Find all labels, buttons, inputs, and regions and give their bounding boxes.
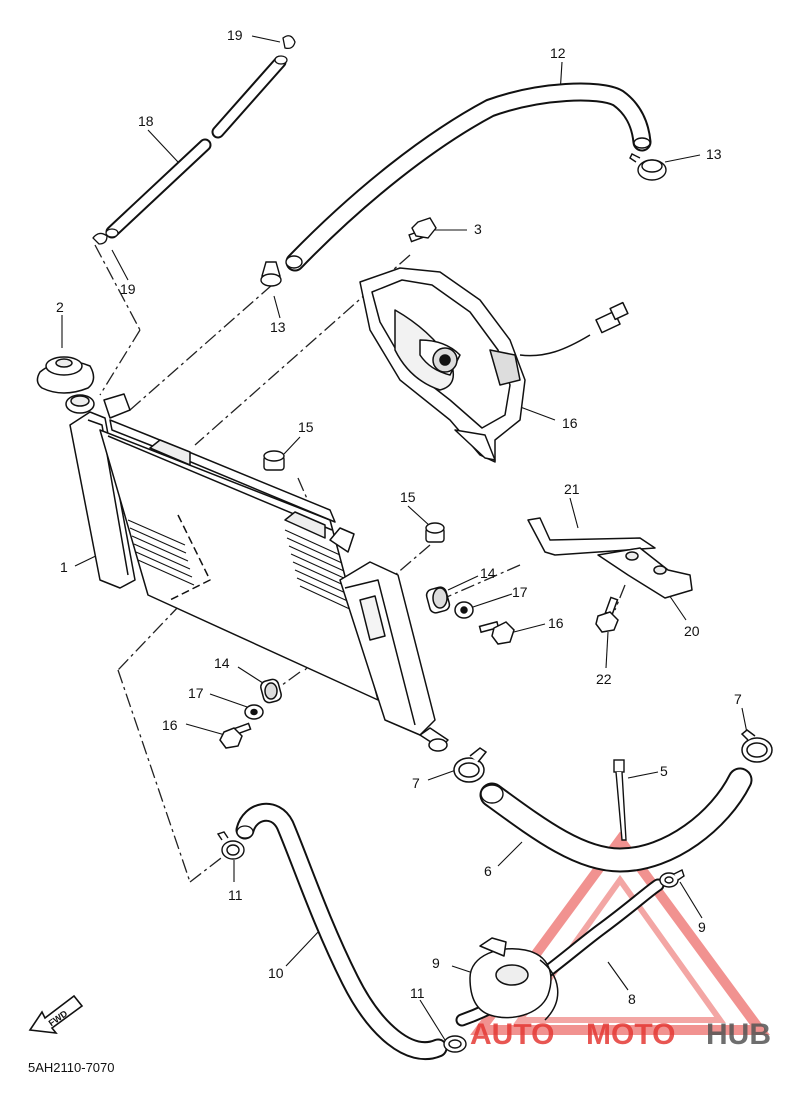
label-14-right: 14 — [480, 565, 496, 581]
label-13-right: 13 — [706, 146, 722, 162]
label-4: 3 — [474, 221, 482, 237]
label-22: 22 — [596, 671, 612, 687]
clip-9-right — [659, 869, 685, 888]
hose-clamp-13-left — [260, 261, 282, 287]
washer-17-left — [244, 704, 264, 720]
breather-hose-18 — [105, 55, 288, 239]
label-18: 18 — [138, 113, 154, 129]
label-3: 16 — [562, 415, 578, 431]
part-labels: 19 18 12 13 3 19 13 2 16 15 1 15 14 17 1… — [56, 27, 742, 1007]
watermark-hub: HUB — [706, 1018, 771, 1051]
lower-hose-6 — [479, 767, 753, 873]
radiator-1 — [65, 393, 449, 752]
label-17-right: 17 — [512, 584, 528, 600]
bolt-4 — [408, 217, 437, 243]
label-9-right: 9 — [698, 919, 706, 935]
clip-19-top — [282, 35, 296, 50]
hose-clamp-7-left — [453, 747, 488, 783]
watermark-auto: AUTO — [470, 1018, 554, 1051]
damper-14-left — [260, 678, 282, 704]
radiator-cap-2 — [36, 356, 95, 394]
bolt-22 — [595, 596, 619, 633]
lower-hose-10 — [235, 802, 448, 1061]
upper-hose-12 — [285, 82, 652, 272]
water-pump — [469, 937, 559, 1021]
label-20: 20 — [684, 623, 700, 639]
hose-clamp-13-right — [629, 153, 667, 181]
washer-17-right — [454, 601, 474, 619]
label-9-left: 9 — [432, 955, 440, 971]
bracket-20 — [597, 547, 693, 599]
hose-clamp-11-upper — [216, 831, 245, 860]
label-15-lower: 15 — [400, 489, 416, 505]
bolt-16-right — [478, 620, 515, 645]
grommet-15-upper — [263, 450, 285, 471]
label-13-left: 13 — [270, 319, 286, 335]
tie-strap-5 — [613, 759, 627, 841]
label-10: 10 — [268, 965, 284, 981]
label-17-left: 17 — [188, 685, 204, 701]
label-16-right: 16 — [548, 615, 564, 631]
label-2: 2 — [56, 299, 64, 315]
label-8: 8 — [628, 991, 636, 1007]
bolt-16-left — [219, 722, 252, 749]
watermark-text: AUTO MOTO HUB — [470, 1018, 771, 1051]
label-11-lower: 11 — [410, 985, 425, 1001]
label-21: 21 — [564, 481, 580, 497]
fan-assembly-3 — [359, 267, 629, 463]
label-7-left: 7 — [412, 775, 420, 791]
label-1: 1 — [60, 559, 68, 575]
radiator-fins — [127, 519, 355, 612]
label-6: 6 — [484, 863, 492, 879]
damper-14-right — [425, 586, 451, 614]
label-19-top: 19 — [227, 27, 243, 43]
clip-19-bottom — [92, 232, 108, 245]
grommet-15-lower — [425, 522, 445, 543]
label-19-bottom: 19 — [120, 281, 136, 297]
fwd-arrow: FWD — [28, 994, 84, 1035]
hose-clamp-7-right — [740, 729, 773, 763]
watermark-moto: MOTO — [586, 1018, 675, 1051]
diagram-code: 5AH2110-7070 — [28, 1060, 115, 1075]
label-14-left: 14 — [214, 655, 230, 671]
label-7-right: 7 — [734, 691, 742, 707]
label-11-upper: 11 — [228, 887, 243, 903]
hose-clamp-11-lower — [443, 1035, 467, 1053]
label-5: 5 — [660, 763, 668, 779]
label-12: 12 — [550, 45, 566, 61]
label-16-left: 16 — [162, 717, 178, 733]
label-15-upper: 15 — [298, 419, 314, 435]
bracket-21 — [527, 517, 656, 556]
